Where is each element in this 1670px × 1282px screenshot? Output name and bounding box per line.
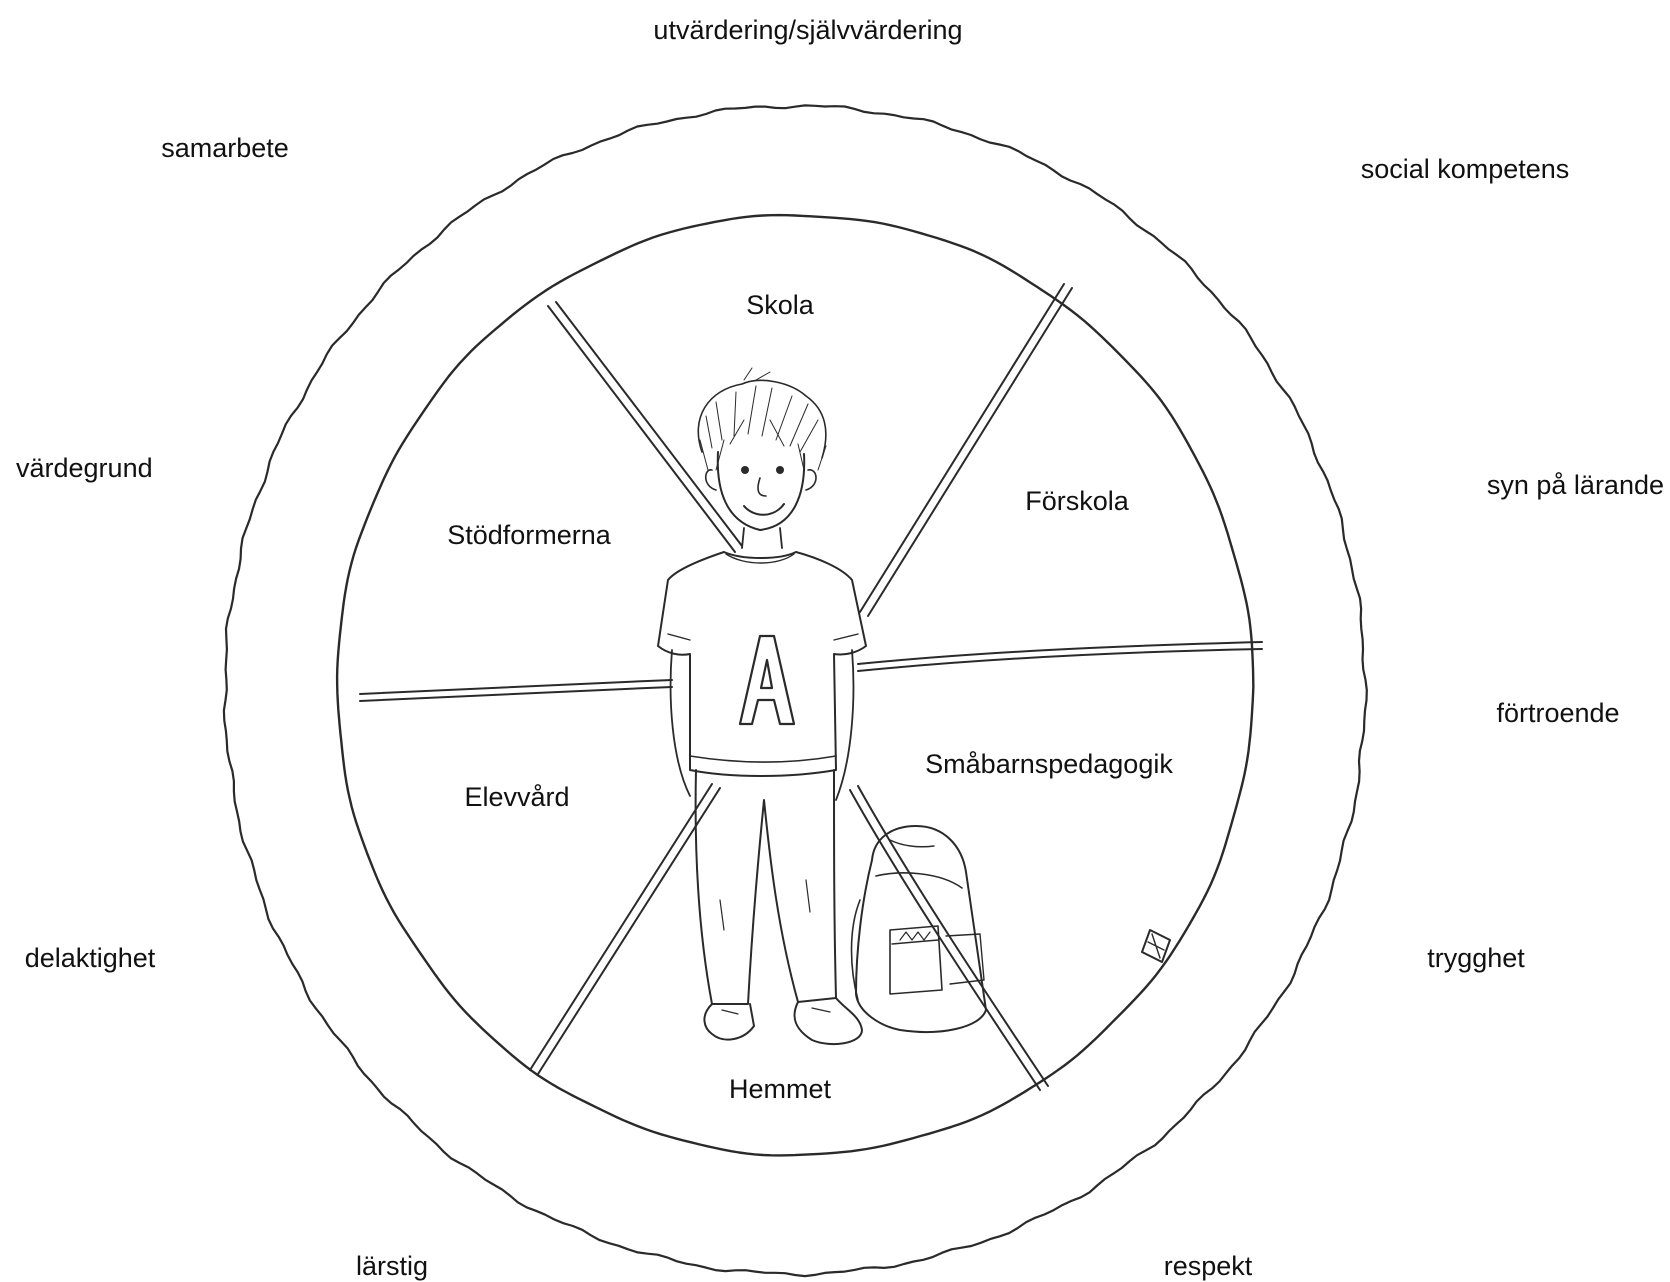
- segment-label-top: Skola: [746, 290, 814, 320]
- segment-label-lower-right: Småbarnspedagogik: [925, 749, 1173, 779]
- segment-label-bottom: Hemmet: [728, 1074, 832, 1104]
- nose: [757, 477, 767, 497]
- trousers: [694, 769, 837, 1005]
- shirt-collar: [725, 553, 795, 564]
- spoke-upper-right: [859, 283, 1073, 617]
- right-arm: [835, 649, 855, 801]
- shirt-hem: [689, 755, 837, 763]
- spoke-left: [359, 679, 673, 702]
- value-label-bottom-left: delaktighet: [24, 943, 156, 973]
- outer-ring: [222, 104, 1368, 1278]
- backpack-side-pocket: [891, 933, 985, 985]
- sleeve-cuffs: [667, 633, 859, 641]
- inner-ring: [335, 213, 1255, 1157]
- trouser-folds: [719, 879, 811, 931]
- shirt-letter-shape: [738, 634, 796, 726]
- shirt-letter: A: [767, 716, 768, 719]
- right-eye: [776, 466, 784, 474]
- spoke-lower-left: [529, 783, 721, 1075]
- value-label-top: utvärdering/självvärdering: [653, 15, 963, 45]
- backpack-pocket: [889, 925, 943, 995]
- backpack: [850, 825, 987, 1033]
- spoke-lower-right: [849, 785, 1049, 1091]
- value-label-left: värdegrund: [16, 453, 153, 483]
- mouth: [743, 503, 785, 516]
- shoe-laces: [721, 1007, 831, 1015]
- segment-label-lower-left: Elevvård: [464, 782, 570, 812]
- value-label-bottom-far-left: lärstig: [355, 1251, 429, 1281]
- t-shirt: [657, 551, 867, 777]
- hair-strands: [699, 367, 827, 471]
- spoke-right: [857, 641, 1263, 672]
- backpack-zip: [875, 872, 963, 889]
- neck: [741, 527, 783, 549]
- ring-tag: [1141, 929, 1171, 963]
- child-figure: A: [657, 367, 867, 1046]
- segment-label-upper-left: Stödformerna: [447, 520, 611, 550]
- hair-outline: [697, 379, 827, 459]
- backpack-trim: [899, 931, 931, 941]
- value-label-right-lower: förtroende: [1496, 698, 1620, 728]
- value-label-bottom-right: trygghet: [1427, 943, 1525, 973]
- value-label-right: syn på lärande: [1486, 470, 1664, 500]
- left-eye: [741, 466, 749, 474]
- value-label-bottom-far-right: respekt: [1163, 1251, 1253, 1281]
- left-arm: [669, 649, 691, 797]
- backpack-top-stitch: [889, 839, 935, 848]
- left-ear: [704, 469, 717, 491]
- face-outline: [716, 451, 806, 531]
- backpack-body: [855, 825, 987, 1033]
- right-ear: [805, 469, 817, 491]
- segment-label-upper-right: Förskola: [1025, 486, 1129, 516]
- right-shoe: [793, 997, 863, 1046]
- spoke-upper-left: [547, 301, 743, 553]
- value-label-top-left: samarbete: [161, 133, 289, 163]
- left-shoe: [703, 1003, 755, 1041]
- value-label-top-right: social kompetens: [1360, 154, 1570, 184]
- backpack-strap: [850, 899, 861, 1001]
